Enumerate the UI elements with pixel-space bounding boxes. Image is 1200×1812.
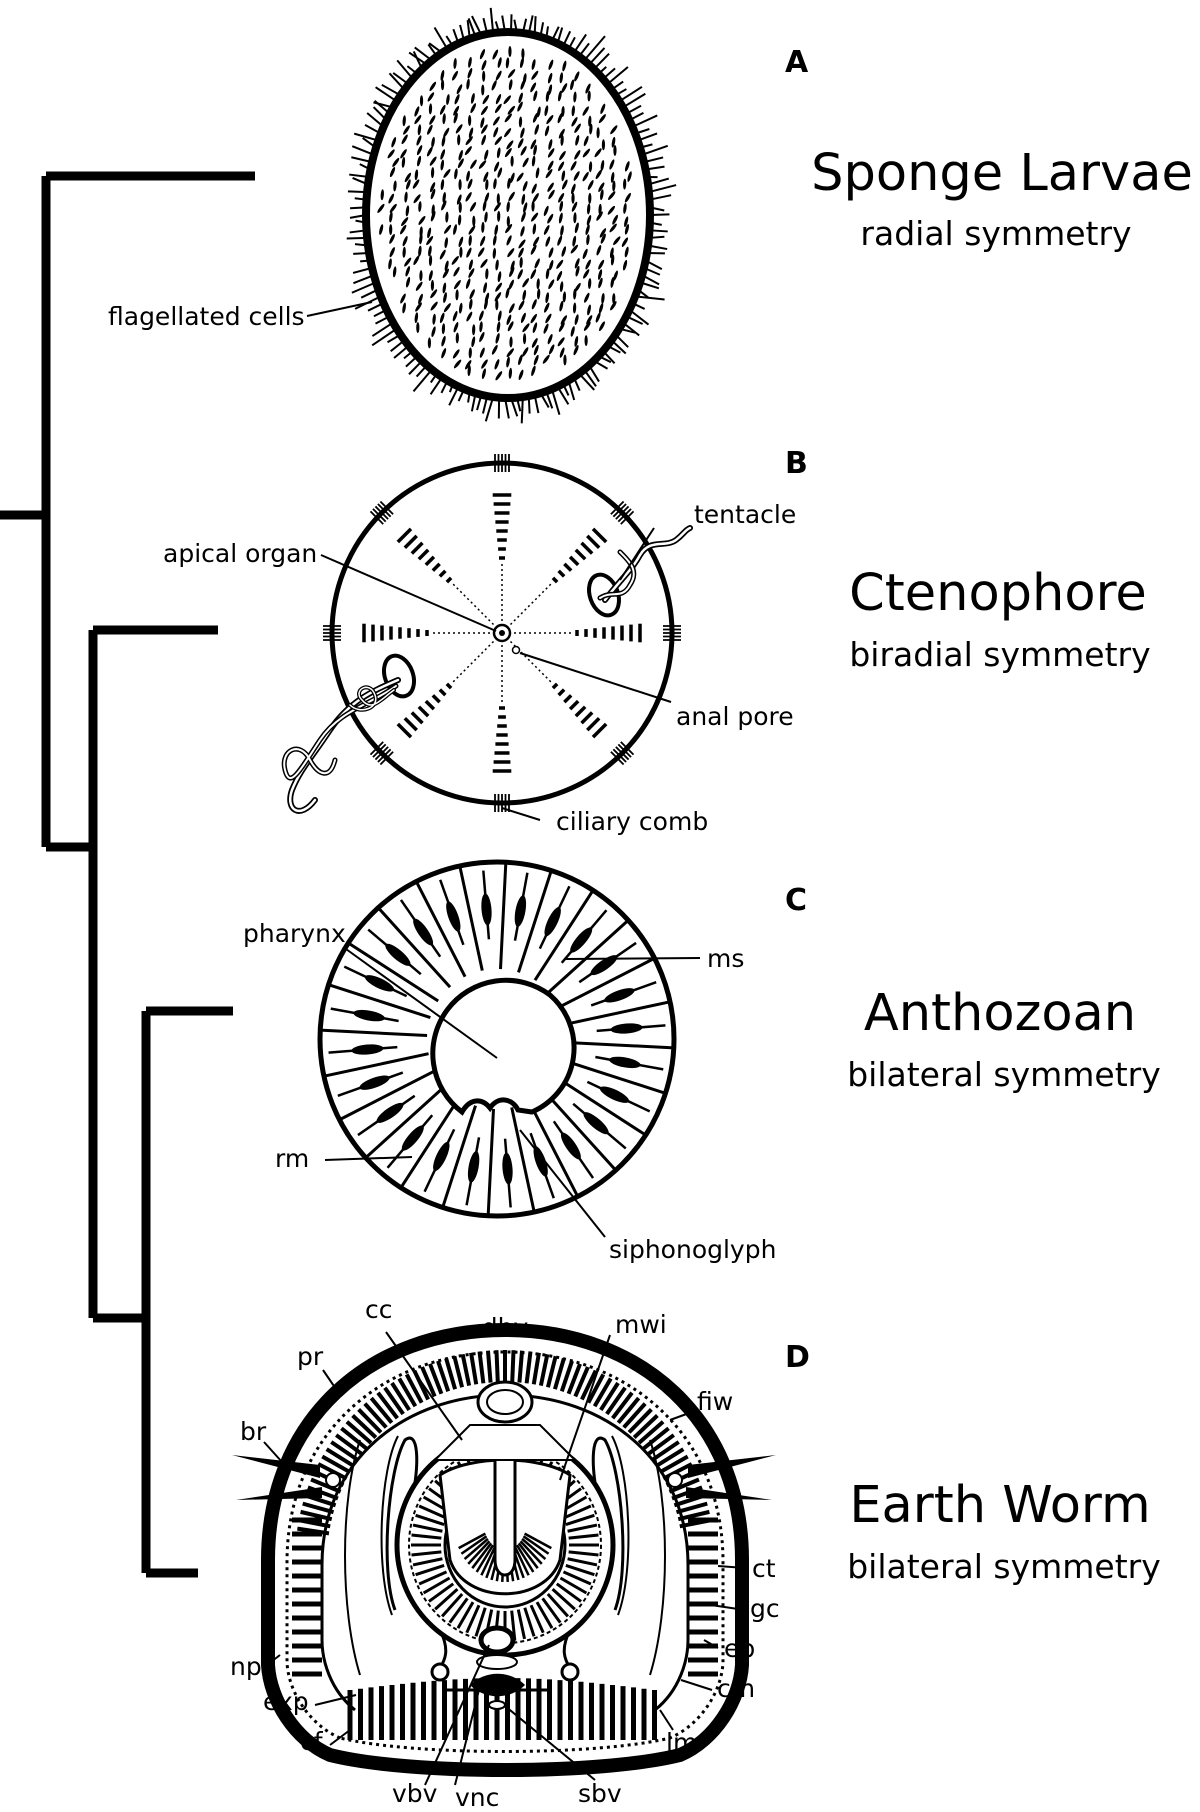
panel-letter-a: A <box>785 45 809 80</box>
label-pr: pr <box>297 1342 324 1371</box>
leader-tentacle <box>619 527 655 581</box>
leader-vbv <box>424 1644 490 1786</box>
label-np: np <box>230 1652 262 1681</box>
anthozoan-mesenteries <box>320 862 674 1216</box>
label-exp: exp <box>263 1687 309 1716</box>
leader-ms <box>565 957 701 960</box>
panel-letter-b: B <box>785 446 808 481</box>
panel-title-a: Sponge Larvae <box>811 144 1193 203</box>
label-cm: cm <box>717 1674 755 1703</box>
anal-pore-mark <box>511 645 521 655</box>
label-rm: rm <box>275 1144 309 1173</box>
label-vbv: vbv <box>392 1779 438 1808</box>
panel-subtitle-c: bilateral symmetry <box>847 1055 1161 1094</box>
panel-letter-c: C <box>785 883 807 918</box>
label-vnc: vnc <box>455 1783 499 1812</box>
label-anal-pore: anal pore <box>676 702 794 731</box>
label-tentacle: tentacle <box>694 500 796 529</box>
leader-cm <box>680 1679 713 1691</box>
leader-exp <box>314 1694 357 1706</box>
sponge-body-outline <box>362 28 654 402</box>
panel-title-b: Ctenophore <box>849 564 1147 623</box>
leader-lm <box>659 1709 674 1731</box>
leader-ciliary-comb <box>501 807 541 821</box>
leader-ep <box>703 1639 719 1649</box>
leader-rm <box>324 1156 413 1161</box>
seta-left-upper <box>232 1455 320 1478</box>
leader-ct <box>717 1565 746 1569</box>
panel-subtitle-d: bilateral symmetry <box>847 1547 1161 1586</box>
label-sbv: sbv <box>578 1779 622 1808</box>
leader-flagellated-cells <box>306 301 373 317</box>
sponge-flagellated-cells <box>377 46 632 381</box>
label-ep: ep <box>724 1634 755 1663</box>
leader-vnc <box>454 1685 481 1786</box>
label-ms: ms <box>707 944 744 973</box>
seta-left-lower <box>236 1487 322 1500</box>
label-br: br <box>240 1417 267 1446</box>
panel-subtitle-b: biradial symmetry <box>849 635 1150 674</box>
label-cf: cf <box>300 1727 324 1756</box>
seta-right-lower <box>686 1487 772 1500</box>
label-mwi: mwi <box>615 1310 667 1339</box>
leader-siphonoglyph <box>519 1129 606 1238</box>
label-ct: ct <box>752 1554 776 1583</box>
leader-pharynx <box>345 948 498 1059</box>
ctenophore-comb-rows <box>323 454 681 812</box>
leader-cc <box>385 1331 463 1441</box>
subneural-blood-vessel <box>488 1700 506 1710</box>
typhlosole <box>493 1430 517 1577</box>
leader-cf <box>329 1729 351 1746</box>
seta-right-upper <box>688 1455 776 1478</box>
leader-pr <box>322 1369 339 1393</box>
leader-gc <box>703 1603 746 1611</box>
earthworm-epidermis <box>285 1350 725 1753</box>
leader-br <box>263 1441 283 1463</box>
leader-anal-pore <box>519 652 672 703</box>
pharynx-outline <box>430 977 577 1116</box>
panel-title-d: Earth Worm <box>849 1476 1150 1535</box>
leader-np <box>266 1654 281 1666</box>
panel-subtitle-a: radial symmetry <box>860 214 1131 253</box>
ventral-blood-vessel <box>478 1625 516 1655</box>
earthworm-drawing <box>232 1322 776 1777</box>
panel-title-c: Anthozoan <box>864 984 1136 1043</box>
ctenophore-drawing <box>281 454 693 814</box>
label-apical-organ: apical organ <box>163 539 317 568</box>
leader-sbv <box>504 1705 596 1781</box>
label-cc: cc <box>365 1295 393 1324</box>
label-lm: lm <box>666 1728 697 1757</box>
leader-apical-organ <box>320 554 497 632</box>
label-pharynx: pharynx <box>243 919 346 948</box>
leader-mwi <box>559 1334 611 1481</box>
label-flagellated-cells: flagellated cells <box>108 302 305 331</box>
sponge-larva-drawing <box>346 7 677 424</box>
phylogenetic-tree <box>0 171 255 1578</box>
label-ciliary-comb: ciliary comb <box>556 807 708 836</box>
label-fiw: fiw <box>697 1387 733 1416</box>
label-gc: gc <box>750 1594 780 1623</box>
anthozoan-drawing <box>317 859 677 1219</box>
label-dbv: dbv <box>482 1313 529 1342</box>
panel-letter-d: D <box>785 1340 810 1375</box>
label-siphonoglyph: siphonoglyph <box>609 1235 776 1264</box>
leader-fiw <box>669 1411 693 1421</box>
